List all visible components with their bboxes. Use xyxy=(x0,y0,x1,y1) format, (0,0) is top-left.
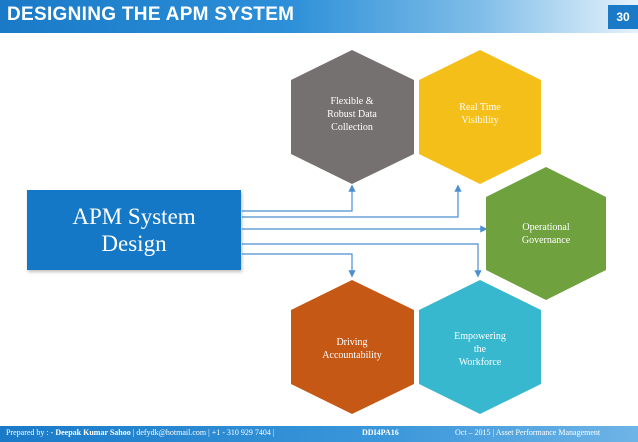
hex-flexible-line-3: Collection xyxy=(331,122,373,133)
arrow-to-empowering xyxy=(242,243,482,278)
footer-author: Deepak Kumar Sahoo xyxy=(55,428,131,437)
page-number: 30 xyxy=(608,5,638,29)
header-bar: DESIGNING THE APM SYSTEM 30 xyxy=(0,0,638,33)
hex-empowering-shape xyxy=(419,280,541,414)
hex-realtime-line-1: Real Time xyxy=(459,102,501,113)
hex-empowering: Empowering the Workforce xyxy=(419,280,541,414)
hex-realtime: Real Time Visibility xyxy=(419,50,541,184)
hex-operational-line-2: Governance xyxy=(522,235,571,246)
hex-empowering-line-1: Empowering xyxy=(454,331,506,342)
hex-realtime-line-2: Visibility xyxy=(461,115,498,126)
footer-code: DDI4PA16 xyxy=(362,428,399,437)
hex-operational: Operational Governance xyxy=(486,167,606,300)
footer-contact: | defydk@hotmail.com | +1 - 310 929 7404… xyxy=(130,428,275,437)
hex-flexible: Flexible & Robust Data Collection xyxy=(291,50,414,184)
footer-date-topic: Oct – 2015 | Asset Performance Managemen… xyxy=(455,428,601,437)
hex-empowering-line-2: the xyxy=(474,344,487,355)
arrow-to-realtime xyxy=(242,184,462,218)
hex-driving-line-1: Driving xyxy=(336,337,367,348)
hex-empowering-line-3: Workforce xyxy=(459,357,502,368)
hex-driving-shape xyxy=(291,280,414,414)
arrow-to-driving xyxy=(242,253,356,278)
hex-driving-line-2: Accountability xyxy=(322,350,381,361)
hex-operational-line-1: Operational xyxy=(522,222,569,233)
hex-flexible-line-2: Robust Data xyxy=(327,109,377,120)
apm-box-line-2: Design xyxy=(101,231,167,256)
hex-flexible-line-1: Flexible & xyxy=(330,96,373,107)
footer-bar: Prepared by : - Deepak Kumar Sahoo | def… xyxy=(0,426,638,442)
slide-title: DESIGNING THE APM SYSTEM xyxy=(7,4,295,25)
hex-realtime-shape xyxy=(419,50,541,184)
hex-flexible-shape xyxy=(291,50,414,184)
arrow-to-flexible xyxy=(242,184,356,212)
hex-driving: Driving Accountability xyxy=(291,280,414,414)
apm-system-design-box: APM System Design xyxy=(27,190,241,270)
footer-prefix: Prepared by : - xyxy=(6,428,56,437)
hex-operational-shape xyxy=(486,167,606,300)
apm-box-line-1: APM System xyxy=(72,204,196,229)
footer-prepared-by: Prepared by : - Deepak Kumar Sahoo | def… xyxy=(6,428,275,437)
